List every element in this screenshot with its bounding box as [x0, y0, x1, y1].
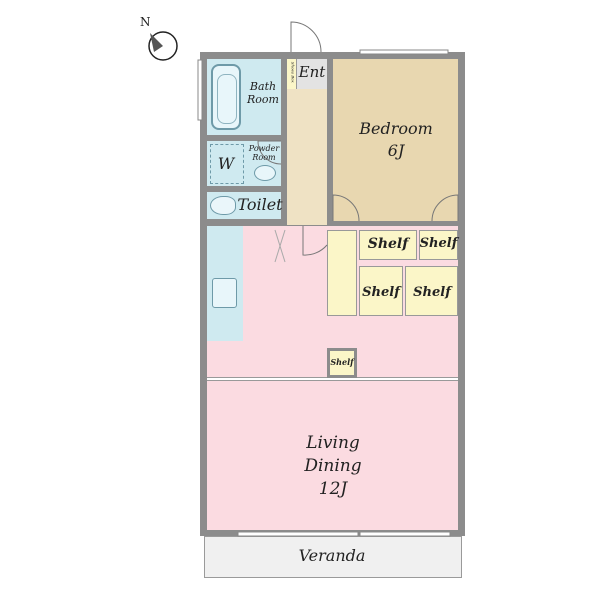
- dining-name: Dining: [304, 456, 362, 476]
- shelf-2-label: Shelf: [419, 236, 458, 251]
- shelf-4-area: [405, 266, 458, 316]
- bathtub-icon: [211, 64, 241, 130]
- shoes-box-label: Shoes Box: [290, 61, 296, 83]
- veranda-area: [204, 536, 462, 578]
- shelf-3-area: [359, 266, 403, 316]
- bedroom-name: Bedroom: [359, 119, 433, 138]
- powder-room-label: Powder Room: [248, 144, 280, 163]
- shelf-block-left: [327, 230, 357, 316]
- washer-label: W: [217, 154, 235, 173]
- veranda-label: Veranda: [298, 546, 366, 565]
- shelf-2-area: [419, 230, 458, 260]
- living-size: 12J: [318, 479, 348, 499]
- shelf-5-area: [327, 348, 357, 378]
- entrance-label: Ent: [298, 63, 326, 81]
- shelf-4-label: Shelf: [413, 285, 451, 300]
- shelf-5-label: Shelf: [330, 357, 354, 367]
- shelf-1-area: [359, 230, 417, 260]
- compass-north-label: N: [140, 15, 151, 29]
- toilet-icon: [210, 196, 236, 215]
- kitchen-sink-icon: [212, 278, 237, 308]
- bath-room-label: Bath Room: [247, 80, 279, 106]
- toilet-label: Toilet: [237, 195, 283, 214]
- shoes-box: [287, 59, 297, 89]
- north-arrow-icon: [148, 31, 178, 61]
- living-name: Living: [306, 433, 360, 453]
- bedroom-area: [333, 59, 458, 221]
- sink-icon: [254, 165, 276, 181]
- shelf-1-label: Shelf: [367, 236, 409, 252]
- shelf-3-label: Shelf: [362, 285, 400, 300]
- bedroom-size: 6J: [387, 141, 405, 160]
- washer-area: [210, 144, 244, 184]
